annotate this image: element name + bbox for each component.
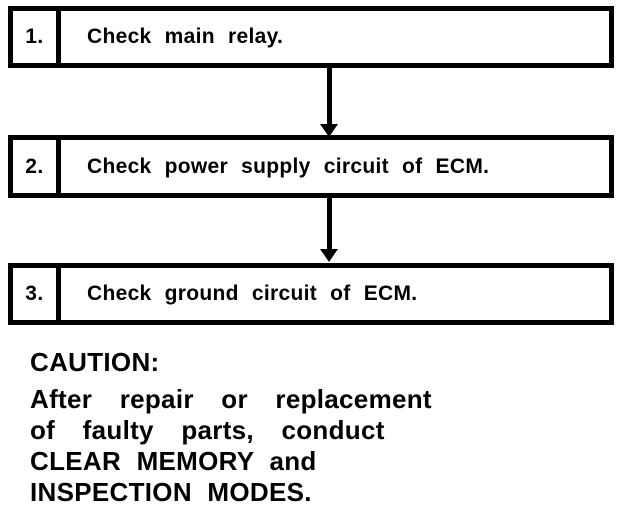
- step-box-2: 2. Check power supply circuit of ECM.: [8, 135, 614, 198]
- step-number: 3.: [13, 268, 61, 320]
- caution-line: INSPECTION MODES.: [30, 477, 312, 507]
- connector-line-1: [327, 68, 332, 125]
- arrow-down-icon: [320, 124, 338, 137]
- caution-note: CAUTION: After repair or replacement of …: [30, 347, 432, 508]
- step-label: Check main relay.: [87, 25, 284, 48]
- caution-heading: CAUTION:: [30, 347, 160, 377]
- step-box-3: 3. Check ground circuit of ECM.: [8, 263, 614, 325]
- connector-line-2: [327, 198, 332, 250]
- step-number: 2.: [13, 140, 61, 193]
- arrow-down-icon: [320, 249, 338, 262]
- step-box-1: 1. Check main relay.: [8, 6, 614, 68]
- step-number: 1.: [13, 11, 61, 63]
- step-label: Check ground circuit of ECM.: [87, 282, 418, 305]
- caution-line: After repair or replacement: [30, 384, 432, 414]
- caution-line: CLEAR MEMORY and: [30, 446, 317, 476]
- caution-line: of faulty parts, conduct: [30, 415, 385, 445]
- step-label: Check power supply circuit of ECM.: [87, 154, 490, 178]
